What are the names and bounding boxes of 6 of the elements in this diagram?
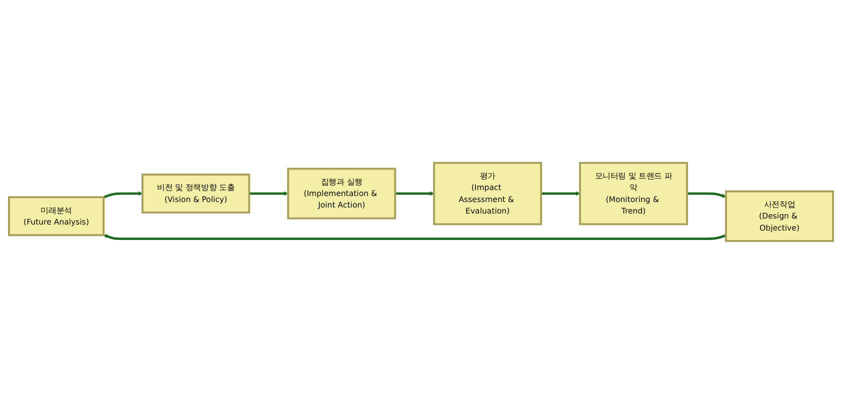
arrow <box>249 191 288 196</box>
arrow <box>687 192 726 198</box>
arrow <box>395 191 434 196</box>
arrow <box>103 191 143 199</box>
arrow <box>103 234 726 240</box>
arrow <box>541 191 580 196</box>
